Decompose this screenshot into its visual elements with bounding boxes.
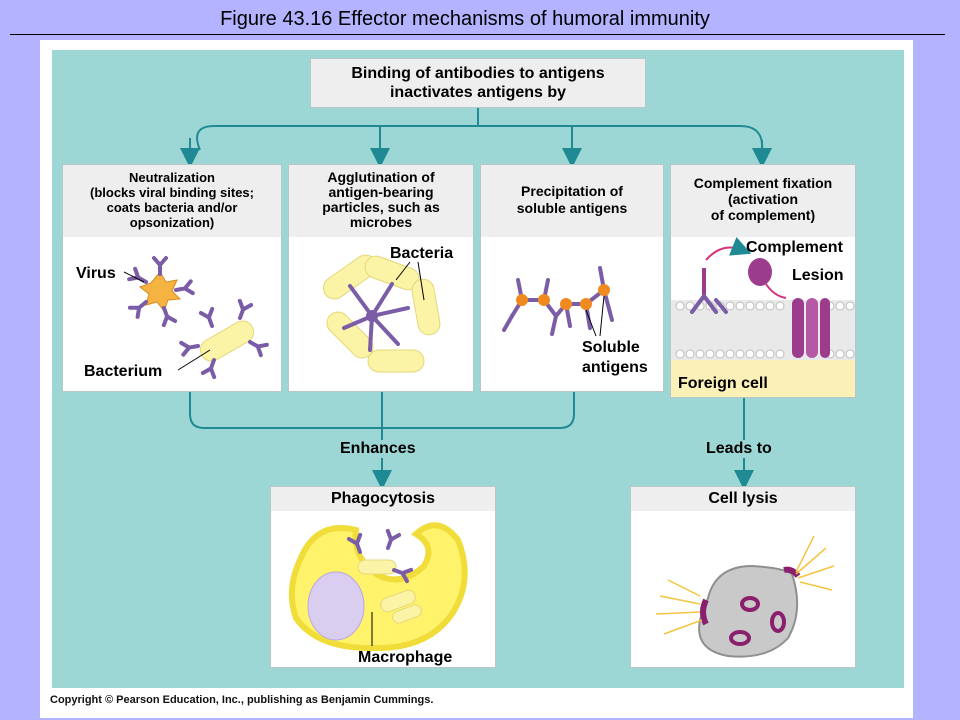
branch-bar	[196, 125, 764, 151]
agglutination-line-3: particles, such as	[322, 199, 440, 215]
lysed-cell-icon	[655, 535, 835, 658]
lesion-label: Lesion	[792, 267, 844, 284]
macrophage-icon	[288, 522, 468, 652]
soluble-antigens-icon	[502, 266, 614, 336]
agglutinated-bacteria-icon	[322, 254, 441, 373]
title-rule	[10, 34, 945, 35]
agglutination-line-4: microbes	[349, 214, 413, 230]
foreign-cell-label: Foreign cell	[678, 375, 768, 392]
binding-line-1: Binding of antibodies to antigens	[351, 65, 605, 82]
agglutination-line-2: antigen-bearing	[328, 184, 434, 200]
virus-label: Virus	[76, 265, 116, 282]
leads-to-label: Leads to	[702, 440, 776, 458]
phagocytosis-title: Phagocytosis	[271, 487, 495, 511]
precipitation-line-1: Precipitation of	[521, 183, 623, 199]
lysis-title: Cell lysis	[631, 487, 855, 511]
neutralization-box: Neutralization (blocks viral binding sit…	[62, 164, 282, 392]
enhances-label: Enhances	[336, 440, 420, 458]
bacterium-label: Bacterium	[84, 363, 162, 380]
complement-line-1: Complement fixation	[693, 175, 833, 191]
macrophage-label: Macrophage	[358, 649, 452, 666]
figure-title: Figure 43.16 Effector mechanisms of humo…	[220, 8, 710, 30]
neutralization-line-1: Neutralization	[129, 170, 215, 185]
complement-protein-icon	[705, 237, 787, 299]
copyright-notice: Copyright © Pearson Education, Inc., pub…	[50, 694, 434, 706]
neutralization-line-2: (blocks viral binding sites;	[90, 185, 254, 200]
bacterium-icon	[179, 298, 269, 380]
complement-line-2: (activation	[727, 191, 798, 207]
precipitation-box: Precipitation of soluble antigens	[480, 164, 664, 392]
soluble-label-2: antigens	[582, 359, 648, 376]
lesion-icon	[792, 298, 830, 358]
binding-line-2: inactivates antigens by	[389, 84, 567, 101]
complement-line-3: of complement)	[710, 207, 816, 223]
virus-icon	[127, 256, 195, 328]
binding-box: Binding of antibodies to antigens inacti…	[310, 58, 646, 108]
neutralization-line-3: coats bacteria and/or	[106, 200, 238, 215]
precipitation-line-2: soluble antigens	[516, 200, 628, 216]
agglutination-line-1: Agglutination of	[327, 169, 435, 185]
neutralization-line-4: opsonization)	[129, 215, 215, 230]
soluble-label-1: Soluble	[582, 339, 640, 356]
bacteria-label: Bacteria	[390, 245, 453, 262]
complement-label: Complement	[746, 239, 844, 256]
complement-antibody-icon	[690, 268, 728, 314]
